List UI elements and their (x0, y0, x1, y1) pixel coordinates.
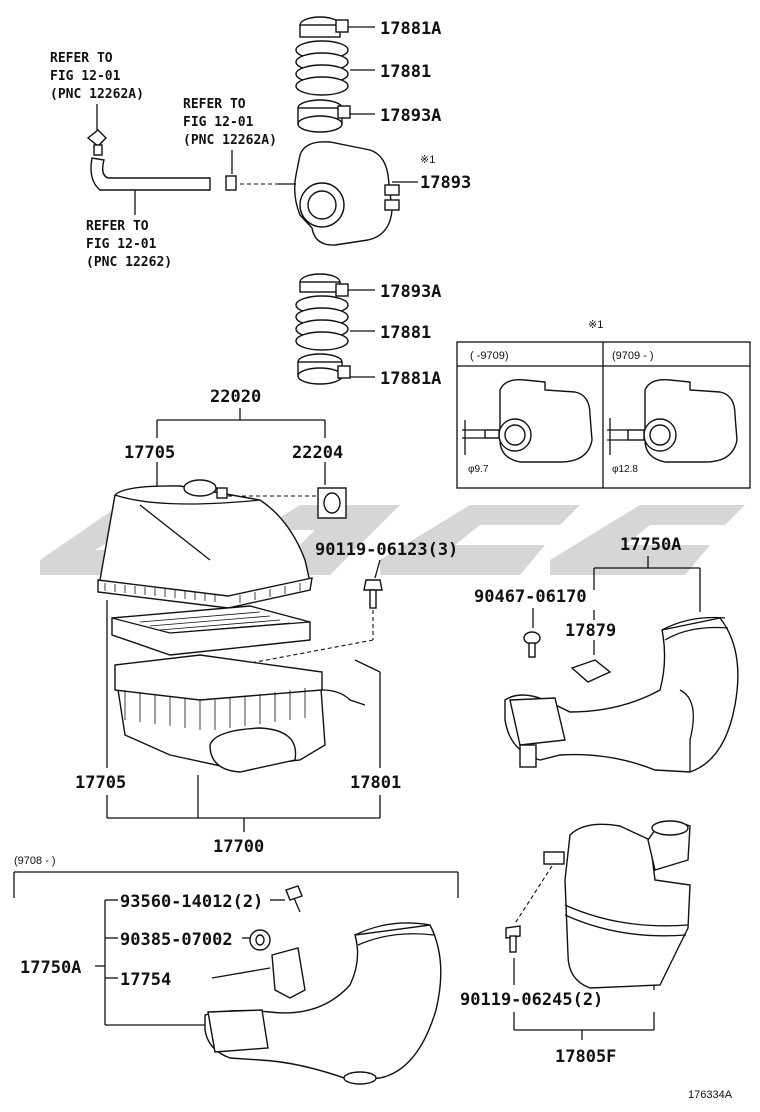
svg-text:REFER TO: REFER TO (50, 51, 113, 66)
label-22204: 22204 (292, 443, 343, 463)
inset-mark: ※1 (588, 319, 603, 331)
label-17881A-mid: 17881A (380, 369, 441, 389)
bolt-icon (505, 925, 521, 953)
reference-12262A-right: REFER TO FIG 12-01 (PNC 12262A) (183, 97, 277, 148)
label-93560-14012: 93560-14012(2) (120, 892, 263, 912)
detail-inset: ( -9709) (9709 - ) φ9.7 φ12.8 (456, 341, 751, 489)
label-17705-bottom: 17705 (75, 773, 126, 793)
label-17750A-right: 17750A (620, 535, 681, 555)
svg-text:(PNC 12262A): (PNC 12262A) (50, 87, 144, 102)
svg-text:(9709 - ): (9709 - ) (612, 350, 654, 362)
svg-text:FIG 12-01: FIG 12-01 (50, 69, 121, 84)
note-mark-top: ※1 (420, 154, 435, 166)
drawing-number: 176334A (688, 1089, 733, 1101)
clip-icon (523, 631, 541, 658)
label-17893A-top: 17893A (380, 106, 441, 126)
label-17881A-top: 17881A (380, 19, 441, 39)
reference-12262: REFER TO FIG 12-01 (PNC 12262) (86, 219, 172, 270)
label-90119-06123: 90119-06123(3) (315, 540, 458, 560)
svg-text:φ12.8: φ12.8 (612, 464, 638, 475)
label-17893: 17893 (420, 173, 471, 193)
label-17881-mid: 17881 (380, 323, 431, 343)
range-9708: (9708 - ) (14, 855, 56, 867)
label-17705-top: 17705 (124, 443, 175, 463)
svg-text:REFER TO: REFER TO (86, 219, 149, 234)
air-flow-meter (317, 487, 347, 519)
svg-text:(PNC 12262A): (PNC 12262A) (183, 133, 277, 148)
svg-text:REFER TO: REFER TO (183, 97, 246, 112)
reference-12262A-left: REFER TO FIG 12-01 (PNC 12262A) (50, 51, 144, 102)
air-cleaner-cap (97, 479, 313, 609)
air-cleaner-case (114, 654, 366, 773)
label-90467-06170: 90467-06170 (474, 587, 587, 607)
label-90119-06245: 90119-06245(2) (460, 990, 603, 1010)
label-17750A-left: 17750A (20, 958, 81, 978)
label-22020: 22020 (210, 387, 261, 407)
label-17700: 17700 (213, 837, 264, 857)
upper-intake-hose (295, 16, 351, 133)
label-17805F: 17805F (555, 1047, 616, 1067)
svg-text:FIG 12-01: FIG 12-01 (86, 237, 157, 252)
filter-element (111, 605, 311, 656)
bracket-icon (271, 947, 306, 999)
label-17893A-mid: 17893A (380, 282, 441, 302)
grommet-icon (249, 929, 271, 951)
label-17881-top: 17881 (380, 62, 431, 82)
lower-intake-hose (295, 273, 351, 385)
screw-icon (285, 885, 303, 913)
svg-text:(PNC 12262): (PNC 12262) (86, 255, 172, 270)
svg-text:φ9.7: φ9.7 (468, 464, 489, 475)
label-17801: 17801 (350, 773, 401, 793)
clip-icon (86, 129, 107, 156)
bolt-icon (363, 579, 383, 609)
svg-text:FIG 12-01: FIG 12-01 (183, 115, 254, 130)
svg-text:( -9709): ( -9709) (470, 350, 509, 362)
grommet (225, 175, 237, 191)
side-resonator (543, 820, 691, 989)
label-17879: 17879 (565, 621, 616, 641)
label-17754: 17754 (120, 970, 171, 990)
resonator (278, 141, 400, 246)
inlet-duct-right (504, 616, 739, 773)
pad-icon (570, 659, 612, 683)
label-90385-07002: 90385-07002 (120, 930, 233, 950)
inlet-duct-left (204, 922, 442, 1085)
breather-hose (90, 157, 211, 191)
